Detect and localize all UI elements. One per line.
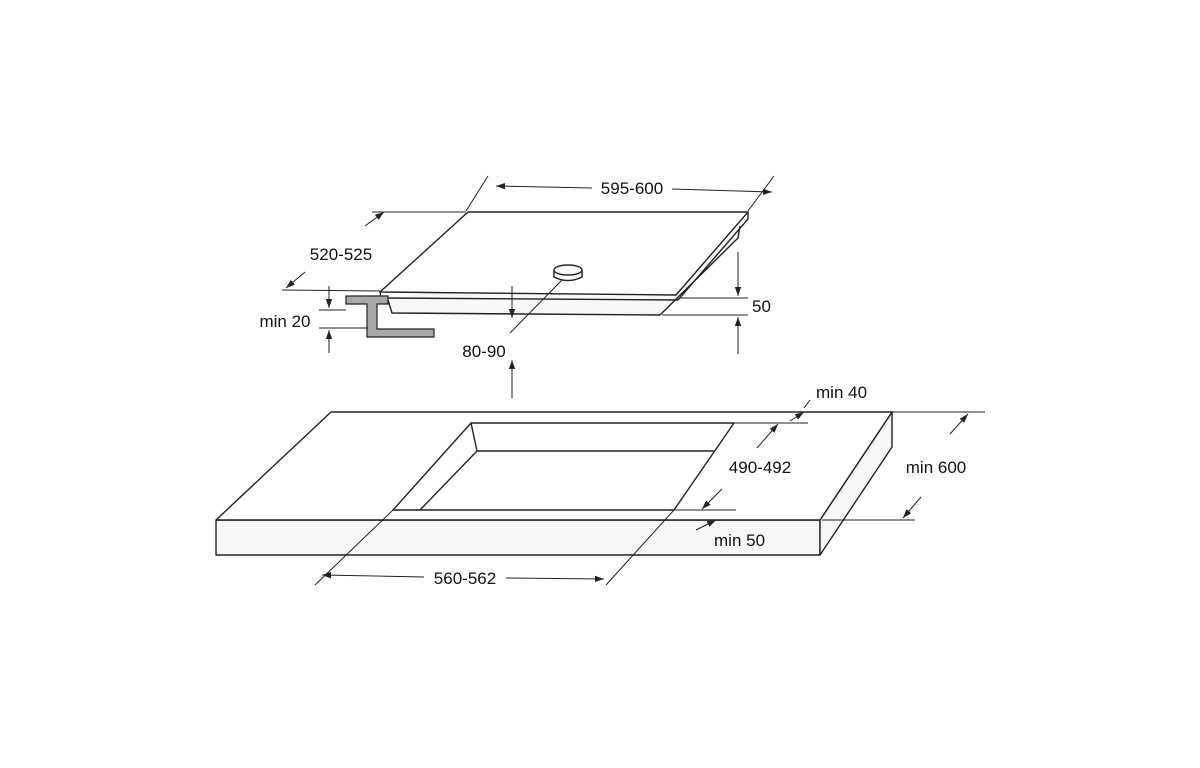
dim-front-margin: min 50 [695, 519, 765, 550]
countertop-depth-label: min 600 [906, 458, 966, 477]
dim-hob-height: 50 [662, 252, 771, 354]
hob-depth-label: 520-525 [310, 245, 372, 264]
cutout-depth-label: 80-90 [462, 342, 505, 361]
hob-drawing [345, 211, 749, 338]
clearance-label: min 20 [259, 312, 310, 331]
countertop-drawing [215, 411, 893, 556]
dim-countertop-depth: min 600 [822, 411, 985, 521]
hob-width-label: 595-600 [601, 179, 663, 198]
dim-min-clearance: min 20 [259, 286, 368, 353]
knob-icon [553, 264, 583, 282]
cutout-width-label: 560-562 [434, 569, 496, 588]
dim-cutout-depth: 80-90 [462, 279, 563, 398]
dim-cutout-width: 560-562 [314, 509, 675, 588]
fixing-bracket [345, 295, 435, 338]
back-margin-label: min 40 [816, 383, 867, 402]
dim-back-margin: min 40 [789, 383, 867, 422]
cutout-depth-ct-label: 490-492 [729, 458, 791, 477]
dim-cutout-depth-ct: 490-492 [674, 422, 808, 511]
front-margin-label: min 50 [714, 531, 765, 550]
dim-hob-width: 595-600 [465, 175, 775, 212]
hob-glass-top [379, 211, 749, 296]
hob-height-label: 50 [752, 297, 771, 316]
dim-hob-depth: 520-525 [281, 211, 466, 292]
